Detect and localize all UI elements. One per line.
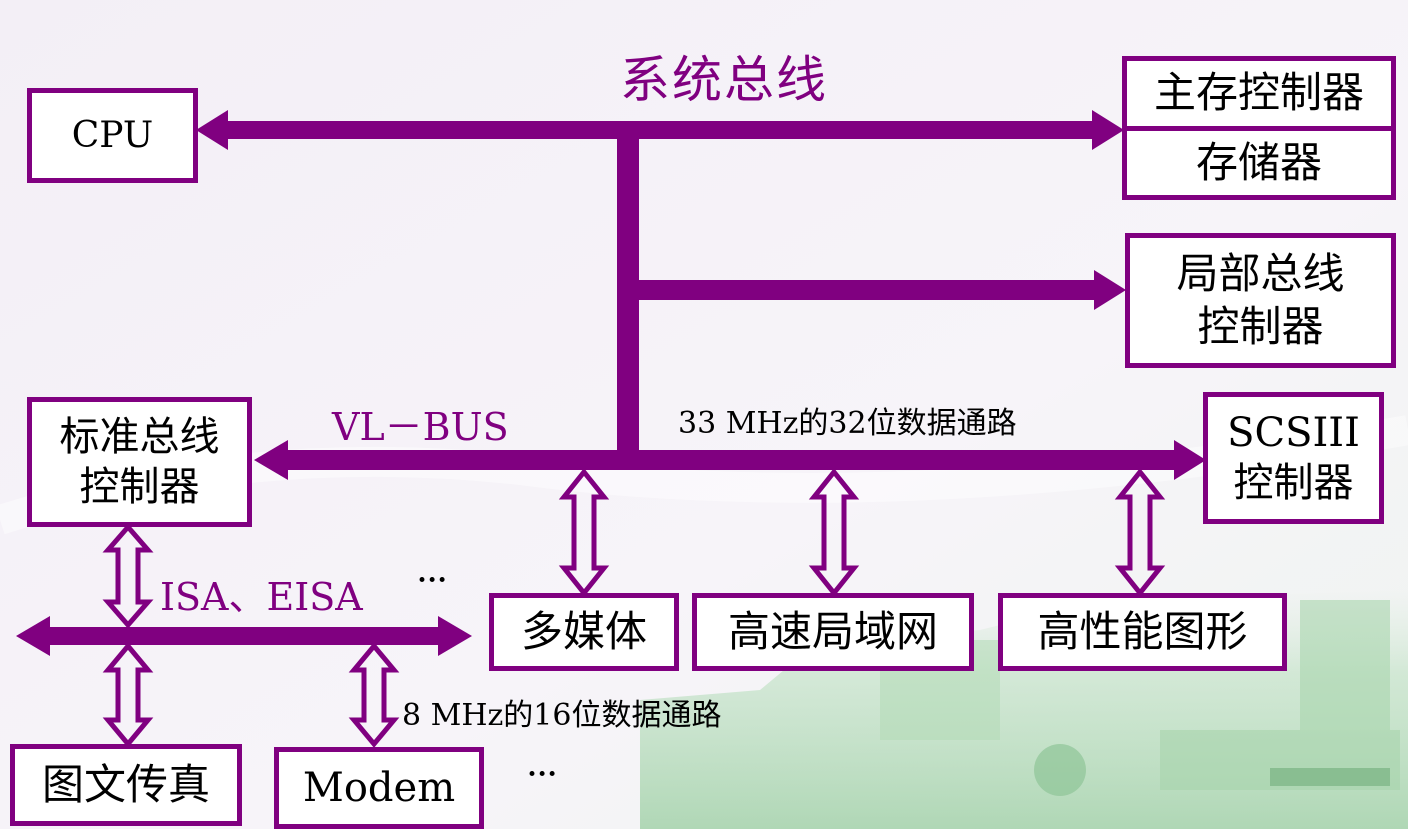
local-bus-controller-box: 局部总线 控制器 — [1125, 233, 1396, 368]
local-bus-branch — [628, 270, 1126, 310]
main-memory-controller-box: 主存控制器 — [1122, 56, 1396, 131]
local-bus-controller-line1: 局部总线 — [1176, 249, 1345, 298]
vl-bus-description: 33 MHz的32位数据通路 — [678, 406, 1017, 441]
scsi-controller-line1: SCSIII — [1227, 410, 1360, 456]
system-bus-title: 系统总线 — [620, 51, 828, 109]
high-performance-graphics-box: 高性能图形 — [998, 593, 1287, 671]
isa-bus-description: 8 MHz的16位数据通路 — [402, 698, 722, 733]
arrow-vlbus-lan — [808, 467, 860, 598]
arrow-isa-modem — [348, 642, 400, 748]
standard-bus-controller-line2: 控制器 — [79, 464, 200, 510]
storage-box: 存储器 — [1122, 126, 1396, 200]
standard-bus-controller-line1: 标准总线 — [59, 414, 220, 460]
main-memory-controller-label: 主存控制器 — [1153, 68, 1364, 118]
local-bus-controller-line2: 控制器 — [1197, 301, 1324, 351]
storage-label: 存储器 — [1195, 137, 1322, 187]
scsi-controller-box: SCSIII 控制器 — [1203, 392, 1384, 524]
arrow-stdctrl-isa — [102, 523, 154, 629]
isa-bus — [16, 616, 472, 656]
vl-bus-label: VL－BUS — [332, 405, 509, 449]
cpu-label: CPU — [71, 115, 154, 156]
scsi-controller-line2: 控制器 — [1233, 460, 1354, 506]
arrow-vlbus-multimedia — [558, 467, 610, 598]
system-bus — [196, 110, 1124, 150]
standard-bus-controller-box: 标准总线 控制器 — [27, 397, 252, 527]
multimedia-box: 多媒体 — [489, 593, 679, 671]
fax-label: 图文传真 — [41, 759, 210, 809]
high-speed-lan-box: 高速局域网 — [692, 593, 974, 671]
high-speed-lan-label: 高速局域网 — [727, 606, 938, 656]
modem-label: Modem — [302, 765, 456, 811]
modem-box: Modem — [274, 747, 484, 829]
isa-ellipsis: ··· — [416, 558, 448, 602]
high-performance-graphics-label: 高性能图形 — [1037, 606, 1248, 656]
isa-eisa-label: ISA、EISA — [160, 575, 363, 619]
arrow-isa-fax — [102, 642, 154, 748]
multimedia-label: 多媒体 — [520, 606, 647, 656]
trailing-ellipsis: ··· — [526, 752, 558, 796]
fax-box: 图文传真 — [10, 744, 242, 826]
vl-bus — [254, 440, 1206, 480]
cpu-box: CPU — [27, 88, 198, 183]
arrow-vlbus-graphics — [1114, 467, 1166, 598]
